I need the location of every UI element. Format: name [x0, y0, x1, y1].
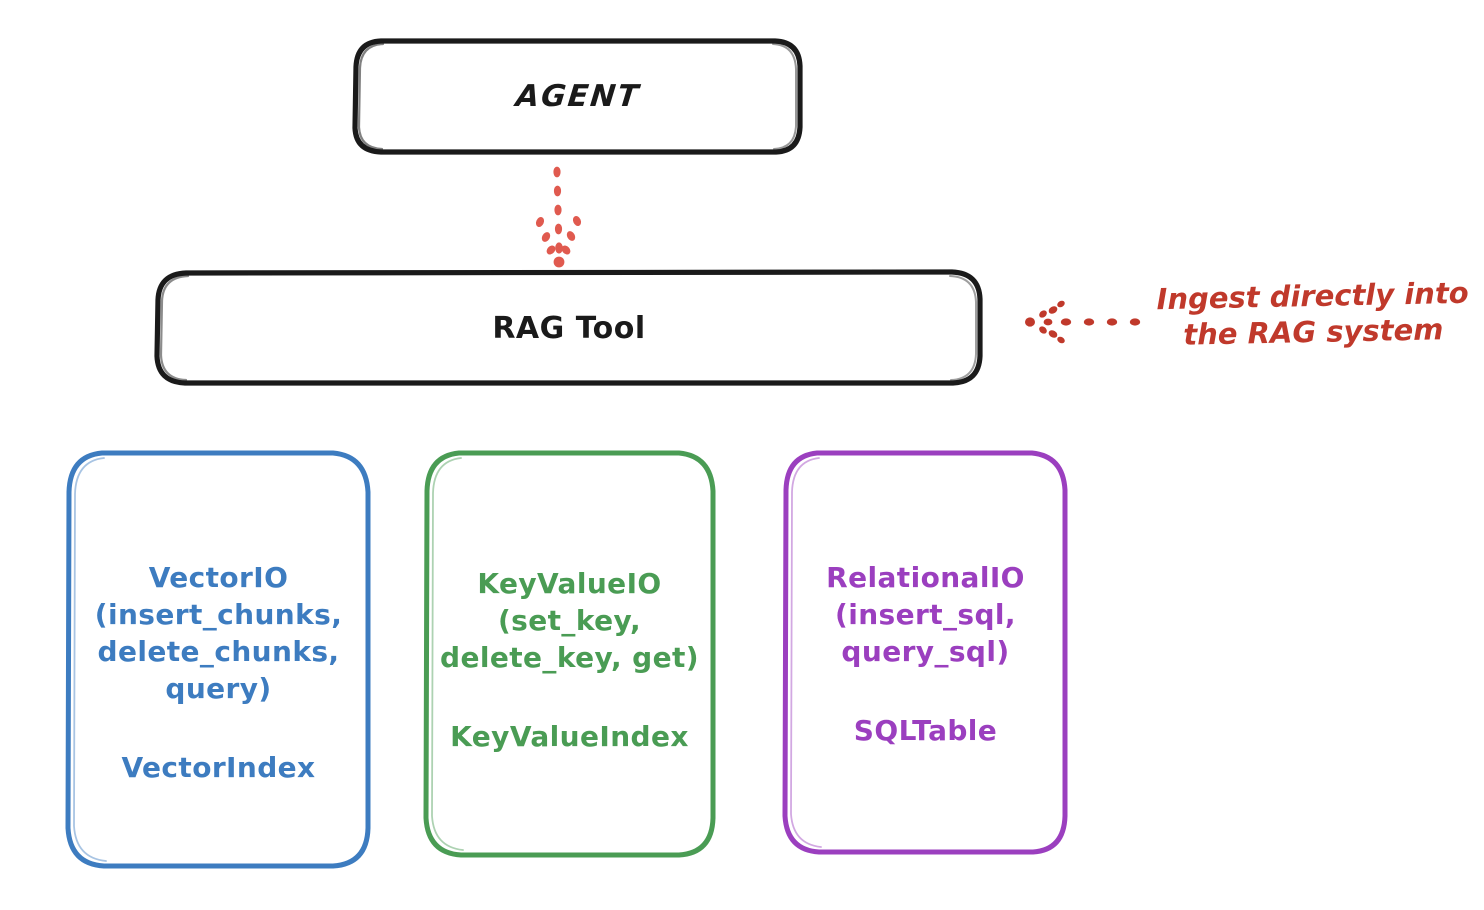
key-value-io-content: KeyValueIO (set_key, delete_key, get) Ke… [440, 566, 699, 756]
relational-io-content: RelationalIO (insert_sql, query_sql) SQL… [826, 560, 1025, 750]
agent-node[interactable]: AGENT [355, 40, 801, 153]
vector-io-label: VectorIO (insert_chunks, delete_chunks, … [94, 561, 343, 705]
vector-io-box-outline [65, 450, 371, 869]
vector-io-sublabel: VectorIndex [121, 750, 316, 784]
agent-node-label: AGENT [514, 79, 642, 114]
agent-to-rag-arrow [535, 166, 582, 268]
rag-tool-node-label: RAG Tool [492, 310, 646, 346]
key-value-io-box-outline [423, 450, 716, 858]
rag-tool-node[interactable]: RAG Tool [157, 272, 981, 384]
ingest-annotation-label: Ingest directly into the RAG system [1156, 275, 1470, 352]
relational-io-box-outline [782, 450, 1068, 855]
key-value-io-sublabel: KeyValueIndex [450, 719, 689, 753]
relational-io-label: RelationalIO (insert_sql, query_sql) [826, 561, 1025, 668]
vector-io-content: VectorIO (insert_chunks, delete_chunks, … [95, 560, 343, 787]
key-value-io-label: KeyValueIO (set_key, delete_key, get) [440, 567, 699, 674]
vector-io-node[interactable]: VectorIO (insert_chunks, delete_chunks, … [68, 452, 369, 867]
ingest-arrow [1025, 300, 1141, 344]
rag-tool-box-outline [154, 269, 983, 386]
relational-io-node[interactable]: RelationalIO (insert_sql, query_sql) SQL… [785, 452, 1066, 852]
relational-io-sublabel: SQLTable [853, 713, 998, 747]
key-value-io-node[interactable]: KeyValueIO (set_key, delete_key, get) Ke… [425, 452, 714, 856]
agent-box-outline [352, 38, 803, 155]
